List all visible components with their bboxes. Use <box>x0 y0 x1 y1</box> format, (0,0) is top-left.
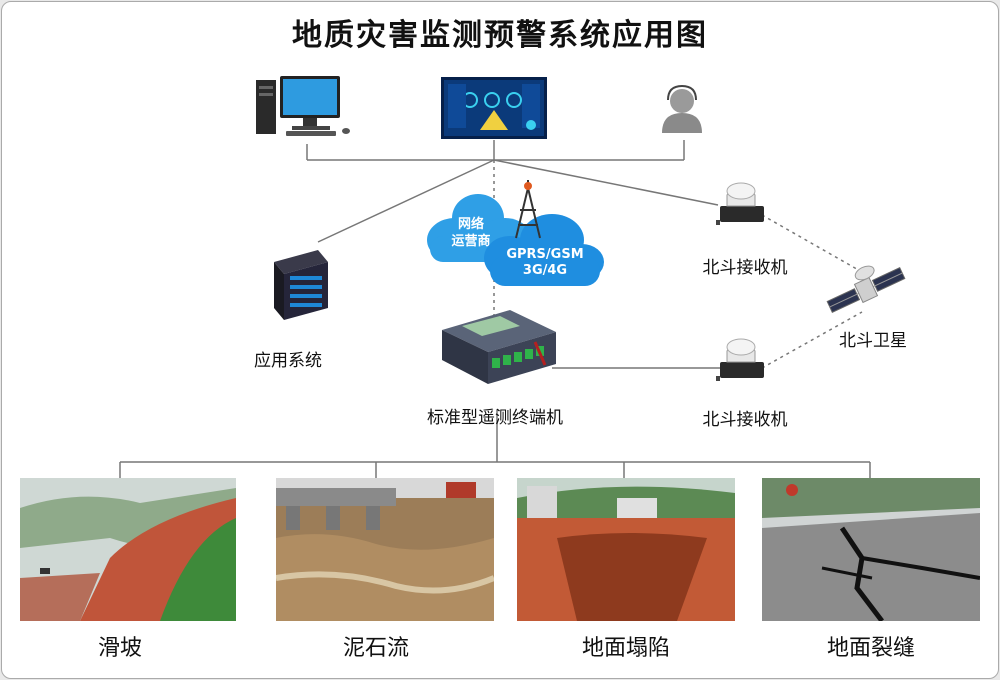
server-icon <box>274 250 328 320</box>
cloud-network-label-2: 运营商 <box>451 233 490 249</box>
terminal-label: 标准型遥测终端机 <box>427 408 563 428</box>
app-system-label: 应用系统 <box>254 351 322 371</box>
page-title: 地质灾害监测预警系统应用图 <box>292 18 708 53</box>
hazard-label-landslide: 滑坡 <box>97 636 142 661</box>
ground-crack-photo <box>762 478 980 621</box>
receiver-top-label: 北斗接收机 <box>702 258 788 278</box>
satellite-label: 北斗卫星 <box>839 331 907 351</box>
satellite-icon <box>826 265 906 314</box>
sat-link-top <box>761 214 863 273</box>
gprs-cloud-icon: GPRS/GSM 3G/4G <box>484 214 604 286</box>
landslide-photo <box>20 478 236 621</box>
cloud-network-label-1: 网络 <box>458 216 484 232</box>
cloud-gprs-label-2: 3G/4G <box>523 263 567 278</box>
receiver-bottom-icon <box>716 338 764 381</box>
cloud-gprs-label-1: GPRS/GSM <box>506 247 583 262</box>
debris-flow-photo <box>276 478 494 621</box>
operator-icon <box>662 84 702 133</box>
signal-tower-icon <box>515 180 541 239</box>
line-to-server <box>317 159 495 243</box>
satellite-links <box>761 214 863 369</box>
telemetry-terminal-icon <box>442 310 556 384</box>
line-to-receiver-top <box>493 159 719 206</box>
desktop-computer-icon <box>256 76 350 136</box>
sat-link-bottom <box>761 311 863 369</box>
dashboard-screen-icon <box>441 77 547 139</box>
ground-collapse-photo <box>517 478 735 621</box>
hazard-label-ground-crack: 地面裂缝 <box>826 636 915 661</box>
hazard-label-debris-flow: 泥石流 <box>342 636 409 661</box>
hazard-label-ground-collapse: 地面塌陷 <box>581 636 670 661</box>
receiver-bottom-label: 北斗接收机 <box>702 410 788 430</box>
receiver-top-icon <box>716 182 764 225</box>
